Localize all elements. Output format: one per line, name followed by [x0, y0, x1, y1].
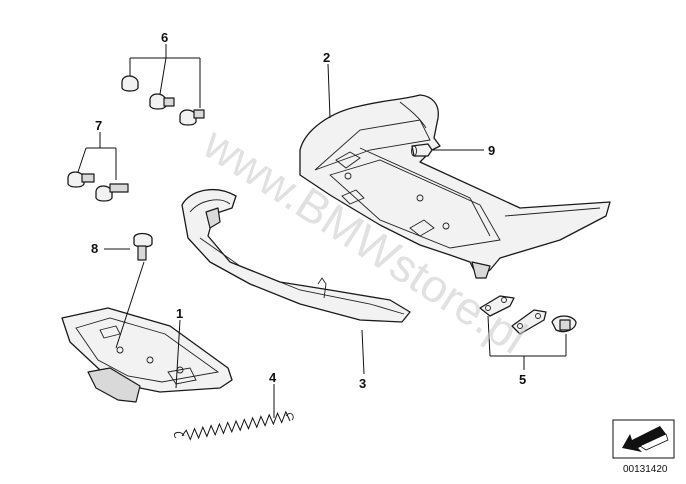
part-1-seat-base	[61, 307, 233, 403]
part-2-seat-frame	[299, 94, 611, 279]
callout-4: 4	[269, 370, 277, 385]
part-5-brackets	[479, 295, 577, 335]
document-number: 00131420	[623, 464, 668, 475]
leader-lines	[77, 44, 567, 418]
callout-2: 2	[323, 50, 330, 65]
part-4-spring	[173, 410, 294, 441]
callout-3: 3	[359, 376, 366, 391]
callout-9: 9	[488, 143, 495, 158]
part-7-bolts	[67, 171, 129, 202]
part-3-front-trim	[181, 189, 411, 323]
callout-7: 7	[95, 118, 102, 133]
callout-5: 5	[519, 372, 526, 387]
part-8-pin	[133, 232, 153, 261]
callout-8: 8	[91, 241, 98, 256]
arrow-down-left-icon	[612, 419, 675, 459]
part-9-bushing	[411, 143, 433, 157]
part-6-screws	[121, 75, 205, 126]
callout-6: 6	[161, 30, 168, 45]
callout-1: 1	[176, 306, 183, 321]
callouts: 6 7 8 1 2 9 3 4 5	[91, 30, 526, 391]
